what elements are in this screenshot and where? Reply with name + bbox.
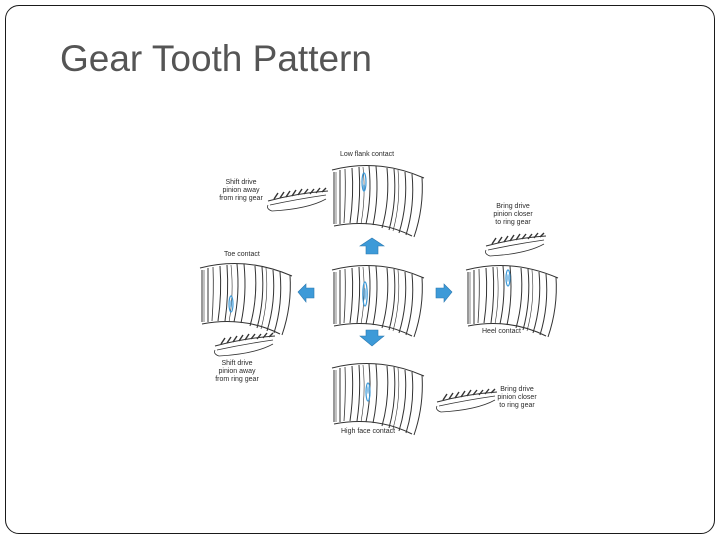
pinion-bottom-right (435, 388, 498, 413)
arrow-right (435, 283, 453, 303)
slide-title: Gear Tooth Pattern (60, 38, 372, 79)
pinion-top-right (484, 232, 547, 257)
label-line: from ring gear (215, 376, 259, 383)
label-shift-top: Shift drive pinion away from ring gear (214, 179, 268, 203)
label-line: pinion closer (493, 211, 533, 218)
label-bring-top: Bring drive pinion closer to ring gear (486, 203, 540, 227)
arrow-up (359, 237, 385, 255)
label-line: to ring gear (495, 219, 531, 226)
label-line: pinion closer (497, 394, 537, 401)
gear-heel (465, 265, 559, 338)
label-line: pinion away (218, 368, 256, 375)
label-bring-bottom: Bring drive pinion closer to ring gear (490, 386, 544, 410)
label-line: pinion away (222, 187, 260, 194)
label-line: to ring gear (499, 402, 535, 409)
label-toe-contact: Toe contact (224, 251, 260, 258)
pinion-top-left (266, 187, 329, 212)
label-low-flank-contact: Low flank contact (340, 151, 395, 158)
gear-center (331, 265, 425, 338)
gear-toe (199, 263, 293, 336)
arrow-down (359, 329, 385, 347)
label-line: from ring gear (219, 195, 263, 202)
label-line: Shift drive (225, 179, 257, 186)
label-shift-bottom: Shift drive pinion away from ring gear (210, 360, 264, 384)
label-high-face-contact: High face contact (341, 428, 396, 435)
label-line: Shift drive (221, 360, 253, 367)
arrow-left (297, 283, 315, 303)
gear-low-flank (331, 165, 425, 238)
label-line: Bring drive (500, 386, 534, 393)
pinion-bottom-left (213, 332, 276, 357)
label-heel-contact: Heel contact (482, 328, 521, 335)
label-line: Bring drive (496, 203, 530, 210)
slide-frame (5, 5, 715, 534)
gear-high-face (331, 363, 425, 436)
